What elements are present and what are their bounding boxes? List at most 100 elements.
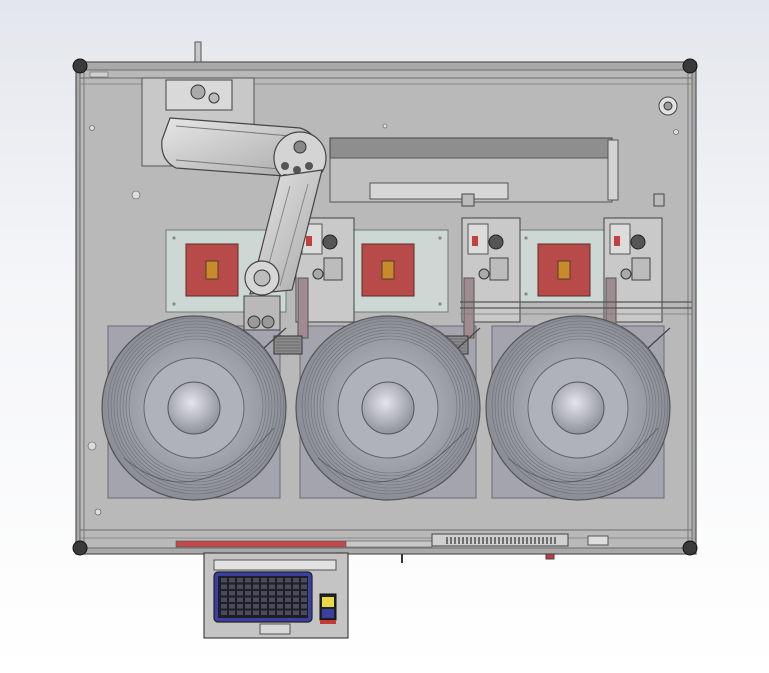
tape-reel: [295, 315, 481, 501]
key: [285, 584, 291, 589]
key: [293, 578, 299, 583]
key: [285, 578, 291, 583]
key: [237, 597, 243, 602]
key: [221, 584, 227, 589]
vent-slot: [526, 537, 528, 544]
corner-bolt: [72, 58, 88, 74]
key: [245, 591, 251, 596]
vent-slot: [466, 537, 468, 544]
vent-slot: [534, 537, 536, 544]
key: [277, 578, 283, 583]
key: [261, 604, 267, 609]
key: [253, 591, 259, 596]
key: [253, 610, 259, 615]
vent-slot: [502, 537, 504, 544]
key: [269, 604, 275, 609]
feeder-module: [273, 217, 355, 355]
key: [285, 591, 291, 596]
key: [245, 597, 251, 602]
key: [245, 584, 251, 589]
corner-bolt: [682, 58, 698, 74]
key: [277, 591, 283, 596]
control-panel: [203, 552, 349, 639]
vent-slot: [510, 537, 512, 544]
vent-slot: [530, 537, 532, 544]
key: [253, 584, 259, 589]
key: [261, 591, 267, 596]
key: [245, 604, 251, 609]
vent-slot: [482, 537, 484, 544]
corner-bolt: [682, 540, 698, 556]
key: [229, 604, 235, 609]
vent-slot: [470, 537, 472, 544]
key: [285, 604, 291, 609]
key: [269, 578, 275, 583]
vent-slot: [446, 537, 448, 544]
key: [301, 584, 307, 589]
robot-arm: [141, 77, 327, 331]
key: [301, 610, 307, 615]
key: [261, 578, 267, 583]
vent-slot: [478, 537, 480, 544]
vent-slot: [518, 537, 520, 544]
key: [221, 591, 227, 596]
key: [237, 604, 243, 609]
key: [277, 584, 283, 589]
vent-slot: [474, 537, 476, 544]
key: [221, 578, 227, 583]
vent-slot: [550, 537, 552, 544]
key: [253, 578, 259, 583]
key: [229, 597, 235, 602]
key: [237, 578, 243, 583]
key: [293, 591, 299, 596]
vent-slot: [498, 537, 500, 544]
key: [293, 584, 299, 589]
key: [245, 610, 251, 615]
key: [277, 604, 283, 609]
vent-slot: [486, 537, 488, 544]
key: [301, 591, 307, 596]
front-cover-strip: [175, 533, 609, 563]
key: [301, 604, 307, 609]
key: [229, 584, 235, 589]
key: [277, 610, 283, 615]
key: [301, 597, 307, 602]
conveyor-rail: [329, 137, 665, 207]
tape-reel: [485, 315, 671, 501]
vent-slot: [542, 537, 544, 544]
key: [221, 604, 227, 609]
key: [253, 597, 259, 602]
mast-pin: [194, 41, 202, 65]
guide-rails: [460, 301, 692, 315]
key: [293, 610, 299, 615]
key: [229, 610, 235, 615]
tape-reel: [101, 315, 287, 501]
key: [237, 584, 243, 589]
key: [285, 597, 291, 602]
key: [221, 610, 227, 615]
key: [277, 597, 283, 602]
vent-slot: [538, 537, 540, 544]
vent-slot: [454, 537, 456, 544]
key: [269, 597, 275, 602]
vent-slot: [458, 537, 460, 544]
key: [229, 591, 235, 596]
corner-bolt: [72, 540, 88, 556]
key: [293, 604, 299, 609]
vent-slot: [514, 537, 516, 544]
key: [245, 578, 251, 583]
key: [269, 610, 275, 615]
key: [261, 610, 267, 615]
feeder-module: [439, 217, 521, 355]
key: [237, 591, 243, 596]
key: [293, 597, 299, 602]
key: [237, 610, 243, 615]
vent-slot: [450, 537, 452, 544]
vent-slot: [494, 537, 496, 544]
vent-slot: [546, 537, 548, 544]
key: [253, 604, 259, 609]
vent-slot: [554, 537, 556, 544]
key: [269, 584, 275, 589]
